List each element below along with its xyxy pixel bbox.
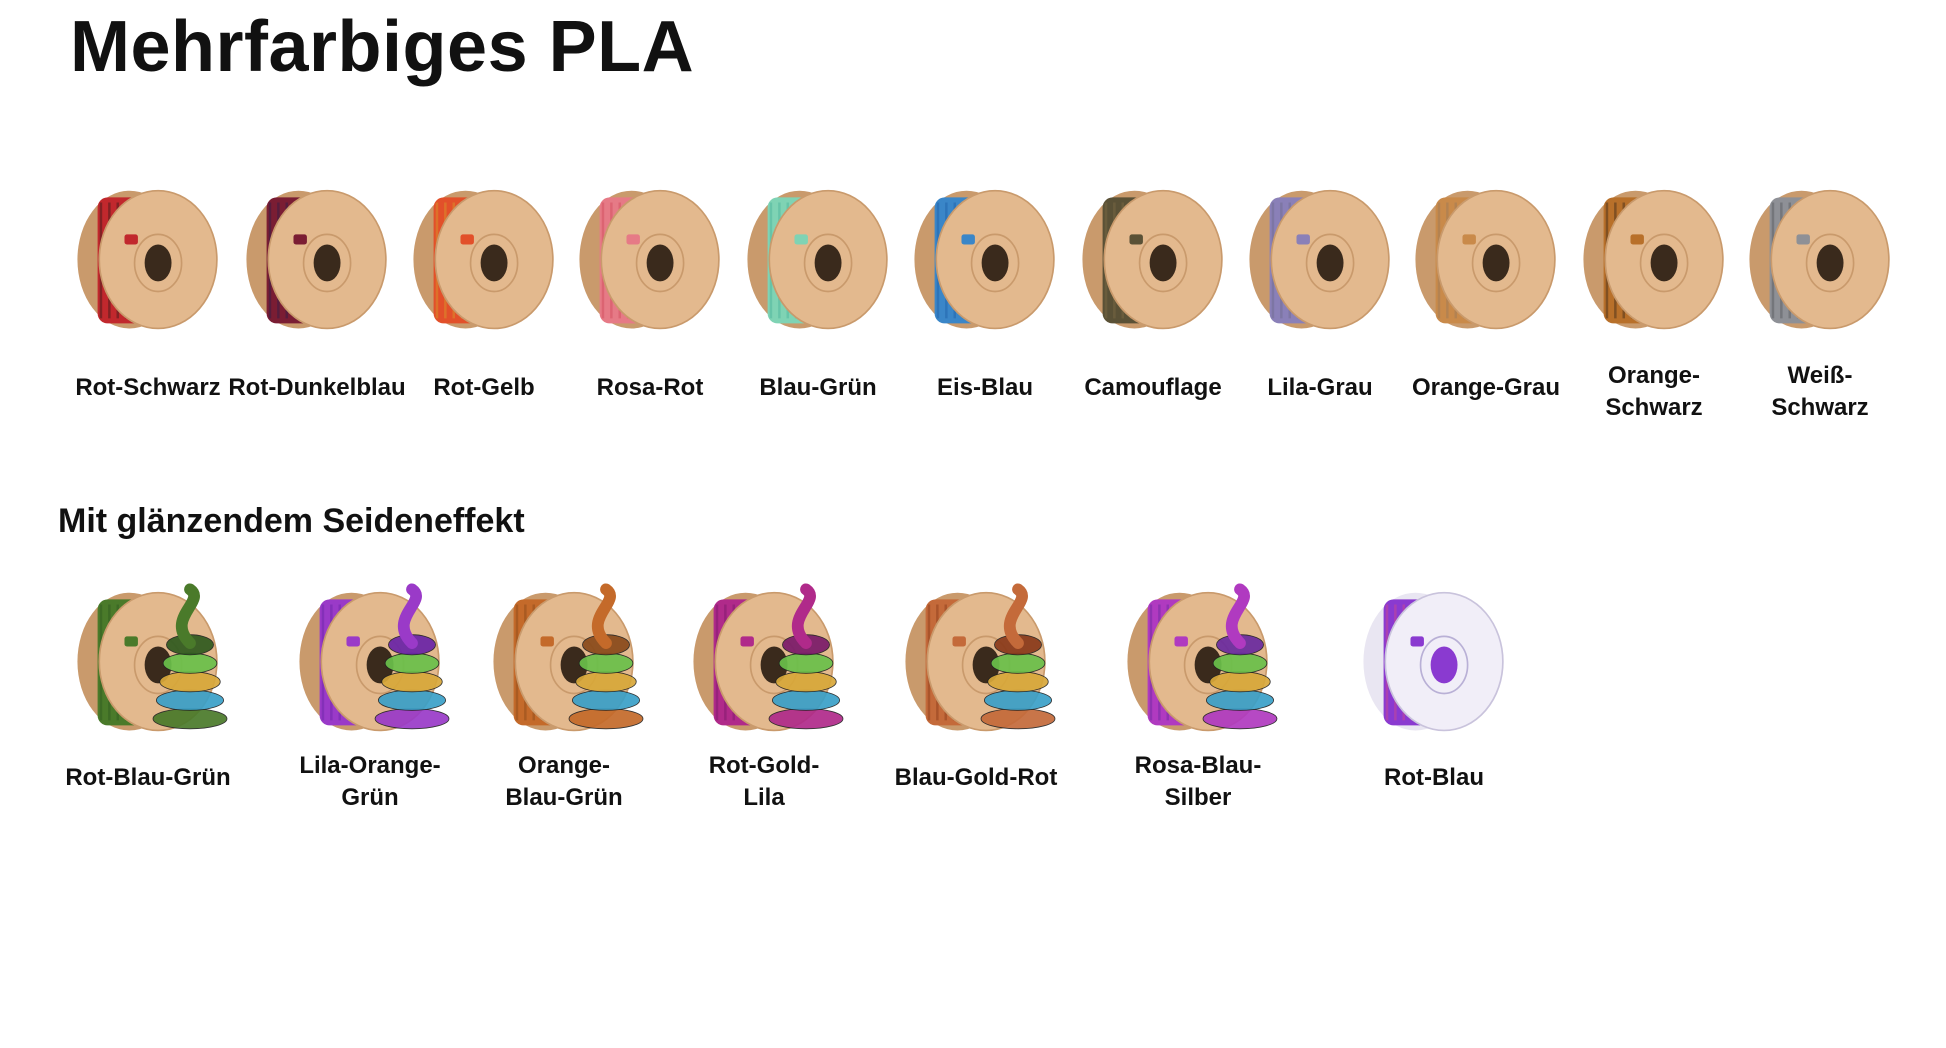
spool-label: Weiß-Schwarz (1771, 362, 1869, 421)
spool-label: Rot-Gold-Lila (708, 752, 820, 811)
filament-spool-image (1749, 189, 1890, 330)
spool-card: Orange-Grau (1402, 160, 1602, 401)
spool-card: Blau-Grün (734, 160, 934, 401)
section-title-silk: Mit glänzendem Seideneffekt (58, 502, 525, 540)
page-title: Mehrfarbiges PLA (70, 7, 695, 87)
spool-label: Rot-Dunkelblau (228, 374, 406, 401)
spool-label: Camouflage (1084, 374, 1222, 401)
spool-label: Rot-Gelb (433, 374, 535, 401)
filament-spool-image (1082, 189, 1223, 330)
spool-card: Rosa-Blau-Silber (1114, 572, 1314, 811)
filament-spool-image (747, 189, 888, 330)
filament-spool-image (693, 583, 844, 732)
spool-label: Rot-Blau-Grün (65, 764, 231, 791)
spool-label: Blau-Grün (759, 374, 877, 401)
spool-label: Orange-Blau-Grün (505, 752, 623, 811)
spool-card: Rosa-Rot (566, 160, 766, 401)
spool-label: Rot-Schwarz (75, 374, 221, 401)
spool-label: Rot-Blau (1384, 764, 1484, 791)
filament-spool-image (914, 189, 1055, 330)
spool-label: Eis-Blau (936, 374, 1034, 401)
filament-spool-image (413, 189, 554, 330)
spool-card: Rot-Schwarz (64, 160, 264, 401)
spool-card: Eis-Blau (901, 160, 1101, 401)
spool-card: Orange-Schwarz (1570, 160, 1770, 421)
spool-card: Blau-Gold-Rot (892, 572, 1092, 791)
spool-card: Rot-Gelb (400, 160, 600, 401)
spool-card: Lila-Grau (1236, 160, 1436, 401)
spool-label: Orange-Grau (1411, 374, 1561, 401)
spool-card: Lila-Orange-Grün (286, 572, 486, 811)
spool-card: Rot-Blau-Grün (64, 572, 264, 791)
filament-spool-image (77, 583, 228, 732)
spool-card: Weiß-Schwarz (1736, 160, 1936, 421)
spool-card: Camouflage (1069, 160, 1269, 401)
spool-label: Rosa-Rot (596, 374, 704, 401)
filament-spool-image (579, 189, 720, 330)
filament-spool-image (299, 583, 450, 732)
filament-spool-image (493, 583, 644, 732)
filament-spool-image (1583, 189, 1724, 330)
filament-spool-image (77, 189, 218, 330)
filament-spool-image (1415, 189, 1556, 330)
filament-spool-image (1249, 189, 1390, 330)
filament-spool-image (1363, 591, 1504, 732)
spool-label: Orange-Schwarz (1605, 362, 1703, 421)
filament-spool-image (1127, 583, 1278, 732)
spool-label: Lila-Orange-Grün (299, 752, 441, 811)
spool-card: Rot-Gold-Lila (680, 572, 880, 811)
filament-spool-image (905, 583, 1056, 732)
filament-spool-image (246, 189, 387, 330)
spool-label: Lila-Grau (1267, 374, 1373, 401)
spool-card: Rot-Blau (1350, 572, 1550, 791)
spool-card: Rot-Dunkelblau (228, 160, 433, 401)
spool-label: Rosa-Blau-Silber (1134, 752, 1262, 811)
spool-label: Blau-Gold-Rot (894, 764, 1058, 791)
spool-card: Orange-Blau-Grün (480, 572, 680, 811)
